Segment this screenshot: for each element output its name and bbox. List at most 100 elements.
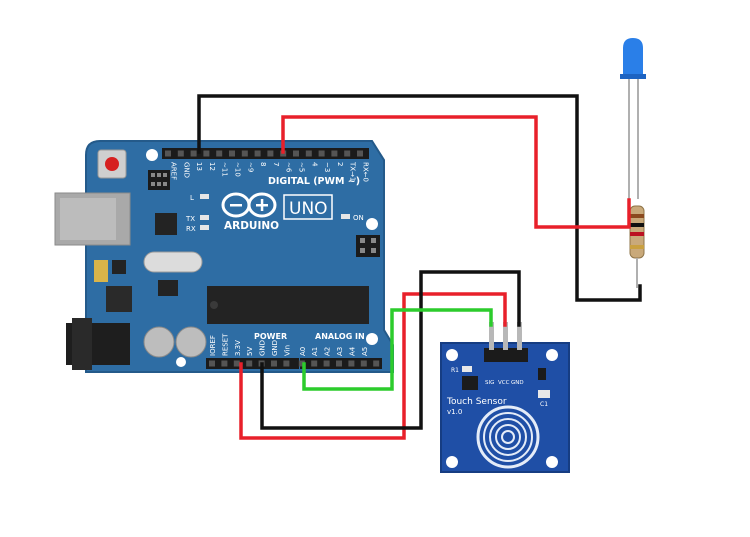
header-pin-hole — [323, 360, 330, 367]
power-pin-label: 3.3V — [234, 340, 242, 356]
r1-resistor — [462, 366, 472, 372]
digital-pin-label: ~11 — [221, 162, 229, 177]
header-pin-hole — [165, 150, 171, 157]
power-label: POWER — [254, 332, 287, 341]
power-pin-label: GND — [259, 340, 267, 356]
led-leg — [637, 79, 639, 199]
led-l-label: L — [190, 194, 194, 202]
small-part — [112, 260, 126, 274]
usb-chip — [155, 213, 177, 235]
analog-label: ANALOG IN — [315, 332, 365, 341]
digital-header — [162, 148, 369, 159]
power-pin-label: RESET — [221, 333, 229, 356]
c1-capacitor — [538, 390, 550, 398]
header-pin-hole — [221, 360, 228, 367]
wire-d7-led — [281, 115, 631, 229]
r1-label: R1 — [451, 367, 459, 374]
header-pin-hole — [209, 360, 215, 367]
header-pin-hole — [331, 150, 338, 157]
digital-pin-label: 7 — [272, 162, 280, 166]
atmega-chip — [207, 286, 369, 324]
usb-jack-face — [60, 198, 116, 240]
header-pin-hole — [229, 150, 235, 157]
digital-pin-label: GND — [182, 162, 190, 178]
header-pin-hole — [177, 150, 184, 157]
digital-pin-label: ~10 — [234, 162, 242, 177]
analog-pin-label: A5 — [361, 347, 369, 356]
sensor-pin — [489, 322, 494, 350]
uno-badge — [283, 194, 333, 220]
yellow-cap — [94, 260, 108, 282]
wire-gnd-sensor — [260, 270, 521, 430]
crystal — [143, 251, 203, 273]
digital-pin-label: 13 — [195, 162, 203, 171]
reset-button — [105, 157, 119, 171]
header-pin-hole — [357, 150, 363, 157]
header-pin-hole — [271, 360, 277, 367]
analog-pin-label: A2 — [324, 347, 332, 356]
icsp-header-right — [356, 235, 380, 257]
on-label: ON — [353, 214, 364, 222]
digital-pin-label: ~9 — [246, 162, 254, 172]
blue-led-icon — [620, 38, 646, 204]
led-on — [341, 214, 350, 219]
digital-pin-label: 12 — [208, 162, 216, 171]
digital-pin-label: ~3 — [323, 162, 331, 172]
sensor-pin — [503, 322, 508, 350]
header-pin-hole — [293, 150, 299, 157]
header-pin-hole — [241, 150, 248, 157]
wire-a0-sig — [302, 308, 493, 391]
header-pin-hole — [216, 150, 223, 157]
analog-pin-label: A4 — [348, 346, 356, 356]
header-pin-hole — [190, 150, 197, 157]
smd-chip — [462, 376, 478, 390]
capacitor — [175, 326, 207, 358]
uno-label: UNO — [289, 199, 328, 219]
sensor-pin — [517, 322, 522, 350]
digital-pin-label: ~5 — [298, 162, 306, 172]
led-rx-label: RX — [186, 225, 196, 233]
led-leg — [628, 79, 630, 204]
wires — [197, 94, 642, 440]
sensor-pin-label: GND — [511, 380, 524, 386]
digital-pin-label: ~6 — [285, 162, 293, 173]
header-pin-hole — [233, 360, 240, 367]
header-pin-hole — [267, 150, 274, 157]
mount-hole — [176, 357, 186, 367]
header-pin-hole — [254, 150, 261, 157]
power-jack-front — [72, 318, 92, 370]
power-pin-label: GND — [271, 340, 279, 356]
header-pin-hole — [360, 360, 367, 367]
led-tx-label: TX — [185, 215, 195, 223]
header-pin-hole — [318, 150, 325, 157]
digital-pin-label: 8 — [259, 162, 267, 166]
header-pin-hole — [305, 150, 312, 157]
power-pin-label: IOREF — [209, 335, 217, 356]
header-pin-hole — [203, 150, 210, 157]
wire-5v-vcc — [239, 292, 507, 440]
header-pin-hole — [298, 360, 305, 367]
sensor-pin-label: SIG — [485, 380, 494, 386]
wire-gnd-led — [197, 94, 642, 302]
digital-label: DIGITAL (PWM ~) — [268, 176, 360, 187]
digital-pin-label: 4 — [310, 162, 318, 167]
digital-pin-label: 2 — [336, 162, 344, 166]
c1-label: C1 — [540, 401, 548, 408]
header-pin-hole — [348, 360, 355, 367]
led-l — [200, 194, 209, 199]
analog-pin-label: A3 — [336, 347, 344, 356]
led-rx — [200, 225, 209, 230]
resistor-leg — [636, 258, 638, 288]
touch-pad — [476, 405, 540, 469]
digital-pin-label: AREF — [170, 162, 178, 180]
sensor-header — [484, 348, 528, 362]
header-pin-hole — [283, 360, 290, 367]
power-header — [206, 358, 299, 369]
arduino-brand: ARDUINO — [224, 220, 279, 232]
resistor-icon — [629, 205, 645, 288]
power-pin-label: 5V — [246, 347, 254, 356]
header-pin-hole — [336, 360, 342, 367]
